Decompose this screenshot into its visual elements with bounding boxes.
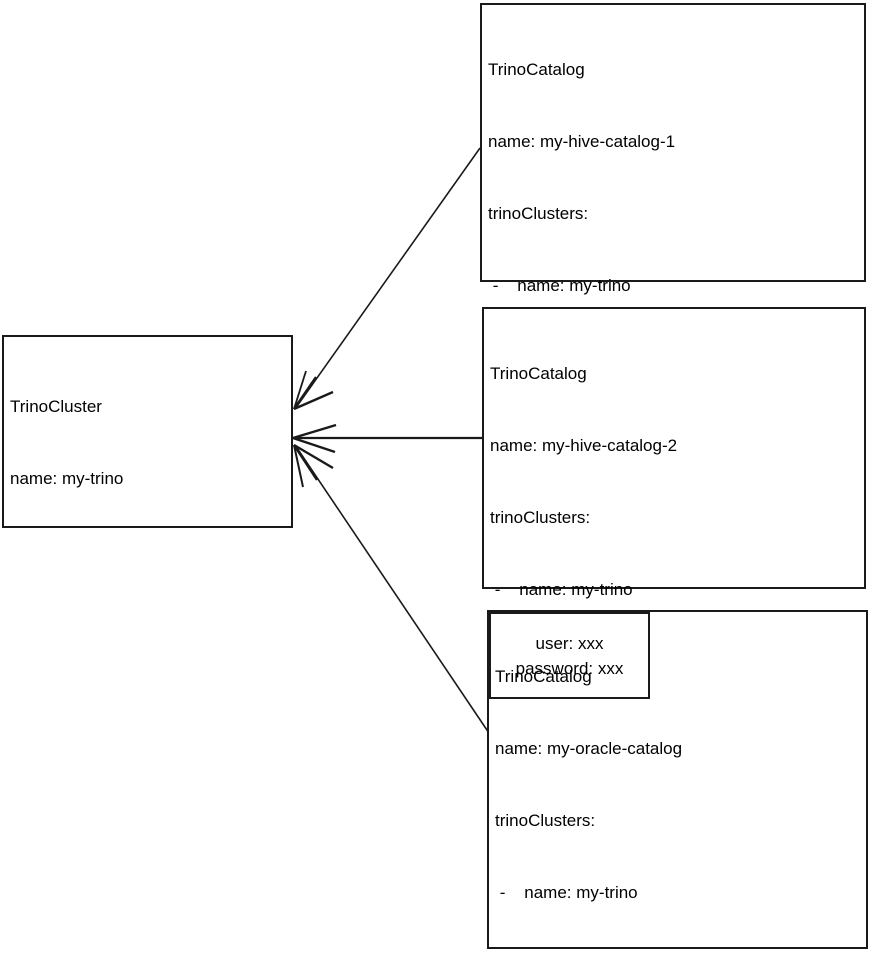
node-line: name: my-hive-catalog-1 [488, 132, 676, 151]
node-line: TrinoCatalog [490, 364, 587, 383]
edge-catalog-1-to-cluster [293, 147, 481, 411]
node-line: trinoClusters: [495, 811, 596, 830]
node-line: - name: my-trino [488, 276, 631, 295]
node-line: TrinoCatalog [495, 667, 592, 686]
secret-line-password: password: xxx [515, 658, 624, 678]
node-credentials-secret[interactable]: user: xxx password: xxx [489, 612, 650, 699]
node-line: trinoClusters: [490, 508, 591, 527]
node-line: TrinoCluster [10, 397, 102, 416]
edge-catalog-3-to-cluster [292, 443, 492, 737]
edge-catalog-2-to-cluster [292, 423, 482, 454]
node-line: TrinoCatalog [488, 60, 585, 79]
secret-line-user: user: xxx [535, 633, 604, 653]
node-line: name: my-oracle-catalog [495, 739, 683, 758]
node-line: name: my-trino [10, 469, 124, 488]
node-line: - name: my-trino [490, 580, 633, 599]
node-trino-catalog-my-oracle-catalog[interactable]: TrinoCatalog name: my-oracle-catalog tri… [487, 610, 868, 949]
node-trino-cluster[interactable]: TrinoCluster name: my-trino [2, 335, 293, 528]
node-catalog-3-body: TrinoCatalog name: my-oracle-catalog tri… [495, 617, 864, 954]
node-trino-cluster-body: TrinoCluster name: my-trino [10, 347, 289, 539]
node-trino-catalog-my-hive-catalog-2[interactable]: TrinoCatalog name: my-hive-catalog-2 tri… [482, 307, 866, 887]
node-line: - name: my-trino [495, 883, 638, 902]
node-trino-catalog-my-hive-catalog-1[interactable]: TrinoCatalog name: my-hive-catalog-1 tri… [480, 3, 866, 655]
node-line: trinoClusters: [488, 204, 589, 223]
node-line: name: my-hive-catalog-2 [490, 436, 678, 455]
